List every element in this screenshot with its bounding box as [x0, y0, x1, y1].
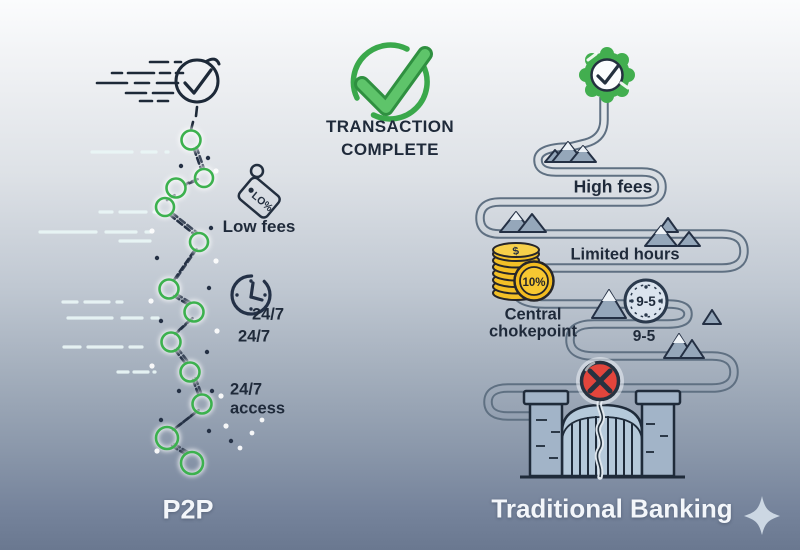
high-fees-label: High fees [573, 176, 653, 197]
nine-to-five-clock-icon: 9-5 [623, 278, 669, 324]
speed-checkmark-icon [95, 57, 221, 132]
chain-dots [154, 155, 234, 444]
chain-sparkles [148, 168, 265, 454]
motion-streaks [38, 150, 170, 374]
central-chokepoint-label-line2: chokepoint [488, 322, 578, 341]
central-chokepoint-label-line1: Central [504, 305, 562, 324]
no-entry-icon [576, 357, 624, 405]
low-fees-label: Low fees [222, 217, 296, 236]
sparkle-icon [744, 496, 780, 535]
clock-247-sublabel: 24/7 [237, 327, 271, 346]
transaction-complete-icon [350, 42, 433, 122]
transaction-status-line2: COMPLETE [341, 140, 439, 159]
access-label-line2: access [230, 399, 286, 418]
limited-hours-label: Limited hours [570, 245, 680, 264]
traditional-banking-title: Traditional Banking [491, 493, 733, 524]
price-tag-icon: LO% [237, 163, 281, 219]
coin-dollar-text: $ [512, 245, 520, 258]
coin-badge-text: 10% [522, 277, 545, 289]
p2p-chain [148, 128, 265, 477]
clock-247-icon [230, 274, 272, 316]
clock-9-5-text: 9-5 [636, 294, 656, 309]
verified-badge-icon [579, 47, 635, 103]
clock-247-label: 24/7 [251, 305, 285, 324]
coins-icon: $ 10% [492, 242, 555, 302]
access-label-line1: 24/7 [230, 380, 263, 399]
transaction-status-line1: TRANSACTION [325, 117, 455, 136]
p2p-title: P2P [162, 494, 214, 525]
bank-gate-icon [520, 389, 685, 480]
mountains-icon [499, 141, 722, 359]
nine-to-five-label: 9-5 [632, 328, 656, 345]
